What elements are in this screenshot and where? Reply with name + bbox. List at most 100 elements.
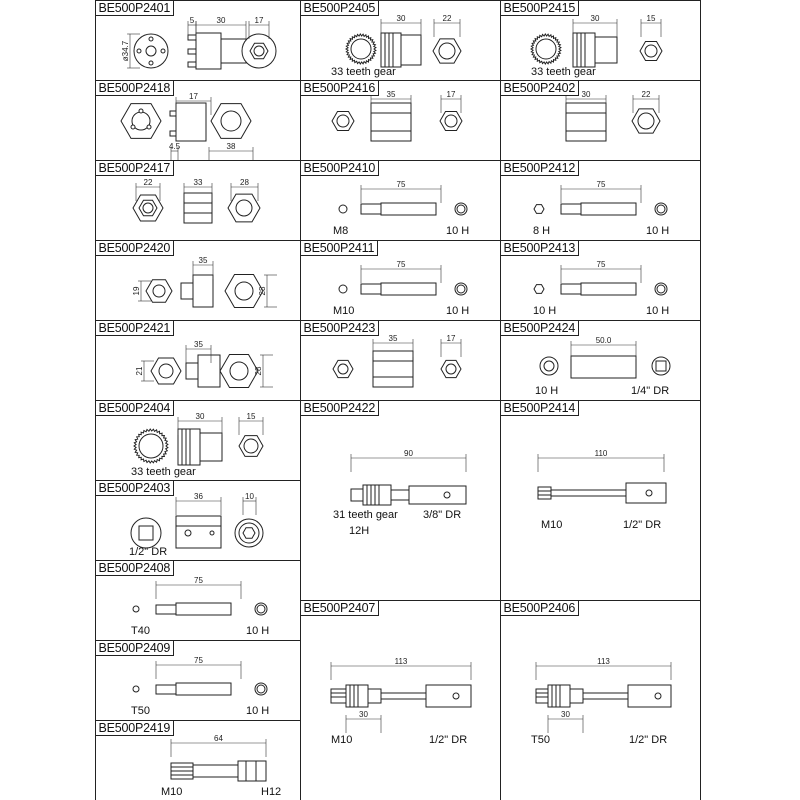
caption: 1/2" DR (129, 546, 167, 558)
dimension: 113 (330, 657, 471, 680)
circular-view (443, 491, 450, 498)
tool-body (155, 684, 176, 694)
circular-view (656, 204, 665, 213)
product-code: BE500P2422 (300, 400, 380, 416)
tool-body (565, 102, 606, 141)
tool-body (372, 350, 413, 387)
dimension: 28 (230, 178, 258, 201)
product-code: BE500P2419 (95, 720, 175, 736)
tool-body (580, 282, 636, 295)
product-code: BE500P2401 (95, 0, 175, 16)
dimension-label: 15 (246, 412, 255, 421)
dimension-label: 30 (581, 90, 590, 99)
tool-body (192, 274, 213, 307)
caption: T40 (131, 625, 150, 637)
dimension-label: 35 (198, 256, 207, 265)
dimension-label: 5 (189, 16, 194, 25)
circular-view (220, 110, 241, 131)
dimension: 22 (433, 14, 460, 37)
product-code: BE500P2418 (95, 80, 175, 96)
dimension: 33 (183, 178, 212, 201)
gear-bore (350, 38, 371, 59)
dimension-label: 28 (258, 286, 267, 295)
dimension: 30 (565, 90, 606, 113)
circular-view (235, 199, 252, 216)
tool-body (580, 202, 636, 215)
dimension: 75 (560, 260, 641, 283)
dimension: 36 (175, 492, 221, 515)
dimension: 17 (175, 92, 211, 115)
dimension: 90 (350, 449, 466, 472)
dimension-label: 17 (189, 92, 198, 101)
dimension-label: 30 (561, 710, 570, 719)
tool-drawing: 36 10 1/2" DR (129, 492, 263, 558)
tool-body (569, 688, 583, 703)
dimension: 28 (254, 354, 273, 387)
caption: 1/2" DR (623, 519, 661, 531)
circular-view (148, 36, 153, 41)
product-code: BE500P2416 (300, 80, 380, 96)
circular-view (243, 438, 258, 453)
circular-view (158, 363, 173, 378)
product-code: BE500P2403 (95, 480, 175, 496)
dimension-label: 10 (245, 492, 254, 501)
dimension: 22 (135, 178, 160, 201)
tool-body (380, 32, 401, 67)
tool-body (380, 282, 436, 295)
tool-body (187, 34, 196, 40)
caption: 10 H (646, 225, 669, 237)
dimension: 113 (535, 657, 671, 680)
tool-body (537, 486, 551, 499)
caption: 10 H (446, 225, 469, 237)
tool-body (197, 354, 220, 387)
dimension: 30 (195, 16, 246, 39)
dimension-label: 28 (254, 366, 263, 375)
tool-body (547, 684, 570, 707)
tool-drawing: 35 19 28 (132, 256, 277, 308)
caption: 1/4" DR (631, 385, 669, 397)
dimension: 30 (177, 412, 222, 435)
dimension-label: 33 (193, 178, 202, 187)
dimension: 75 (360, 180, 441, 203)
hex-nut-view (241, 526, 256, 539)
tool-body (400, 34, 421, 65)
tool-body (175, 682, 231, 695)
gear-bore (138, 433, 163, 458)
dimension: 75 (560, 180, 641, 203)
dimension-label: 35 (386, 90, 395, 99)
dimension-label: 90 (404, 449, 413, 458)
dimension: 30 (380, 14, 421, 37)
tool-body (582, 692, 628, 699)
tool-body (237, 760, 266, 781)
dimension-label: 19 (132, 286, 141, 295)
caption: 12H (349, 525, 369, 537)
circular-view (338, 284, 347, 293)
dimension: 10 (242, 492, 256, 515)
circular-view (142, 202, 153, 213)
dimension-label: 50.0 (595, 336, 611, 345)
circular-view (444, 114, 457, 127)
circular-view (445, 363, 456, 374)
circular-view (132, 685, 139, 692)
caption: 1/2" DR (629, 734, 667, 746)
circular-view (130, 124, 135, 129)
product-code: BE500P2414 (500, 400, 580, 416)
dimension-label: 22 (641, 90, 650, 99)
dimension: 30 (547, 710, 583, 733)
dimension: 38 (208, 142, 253, 161)
